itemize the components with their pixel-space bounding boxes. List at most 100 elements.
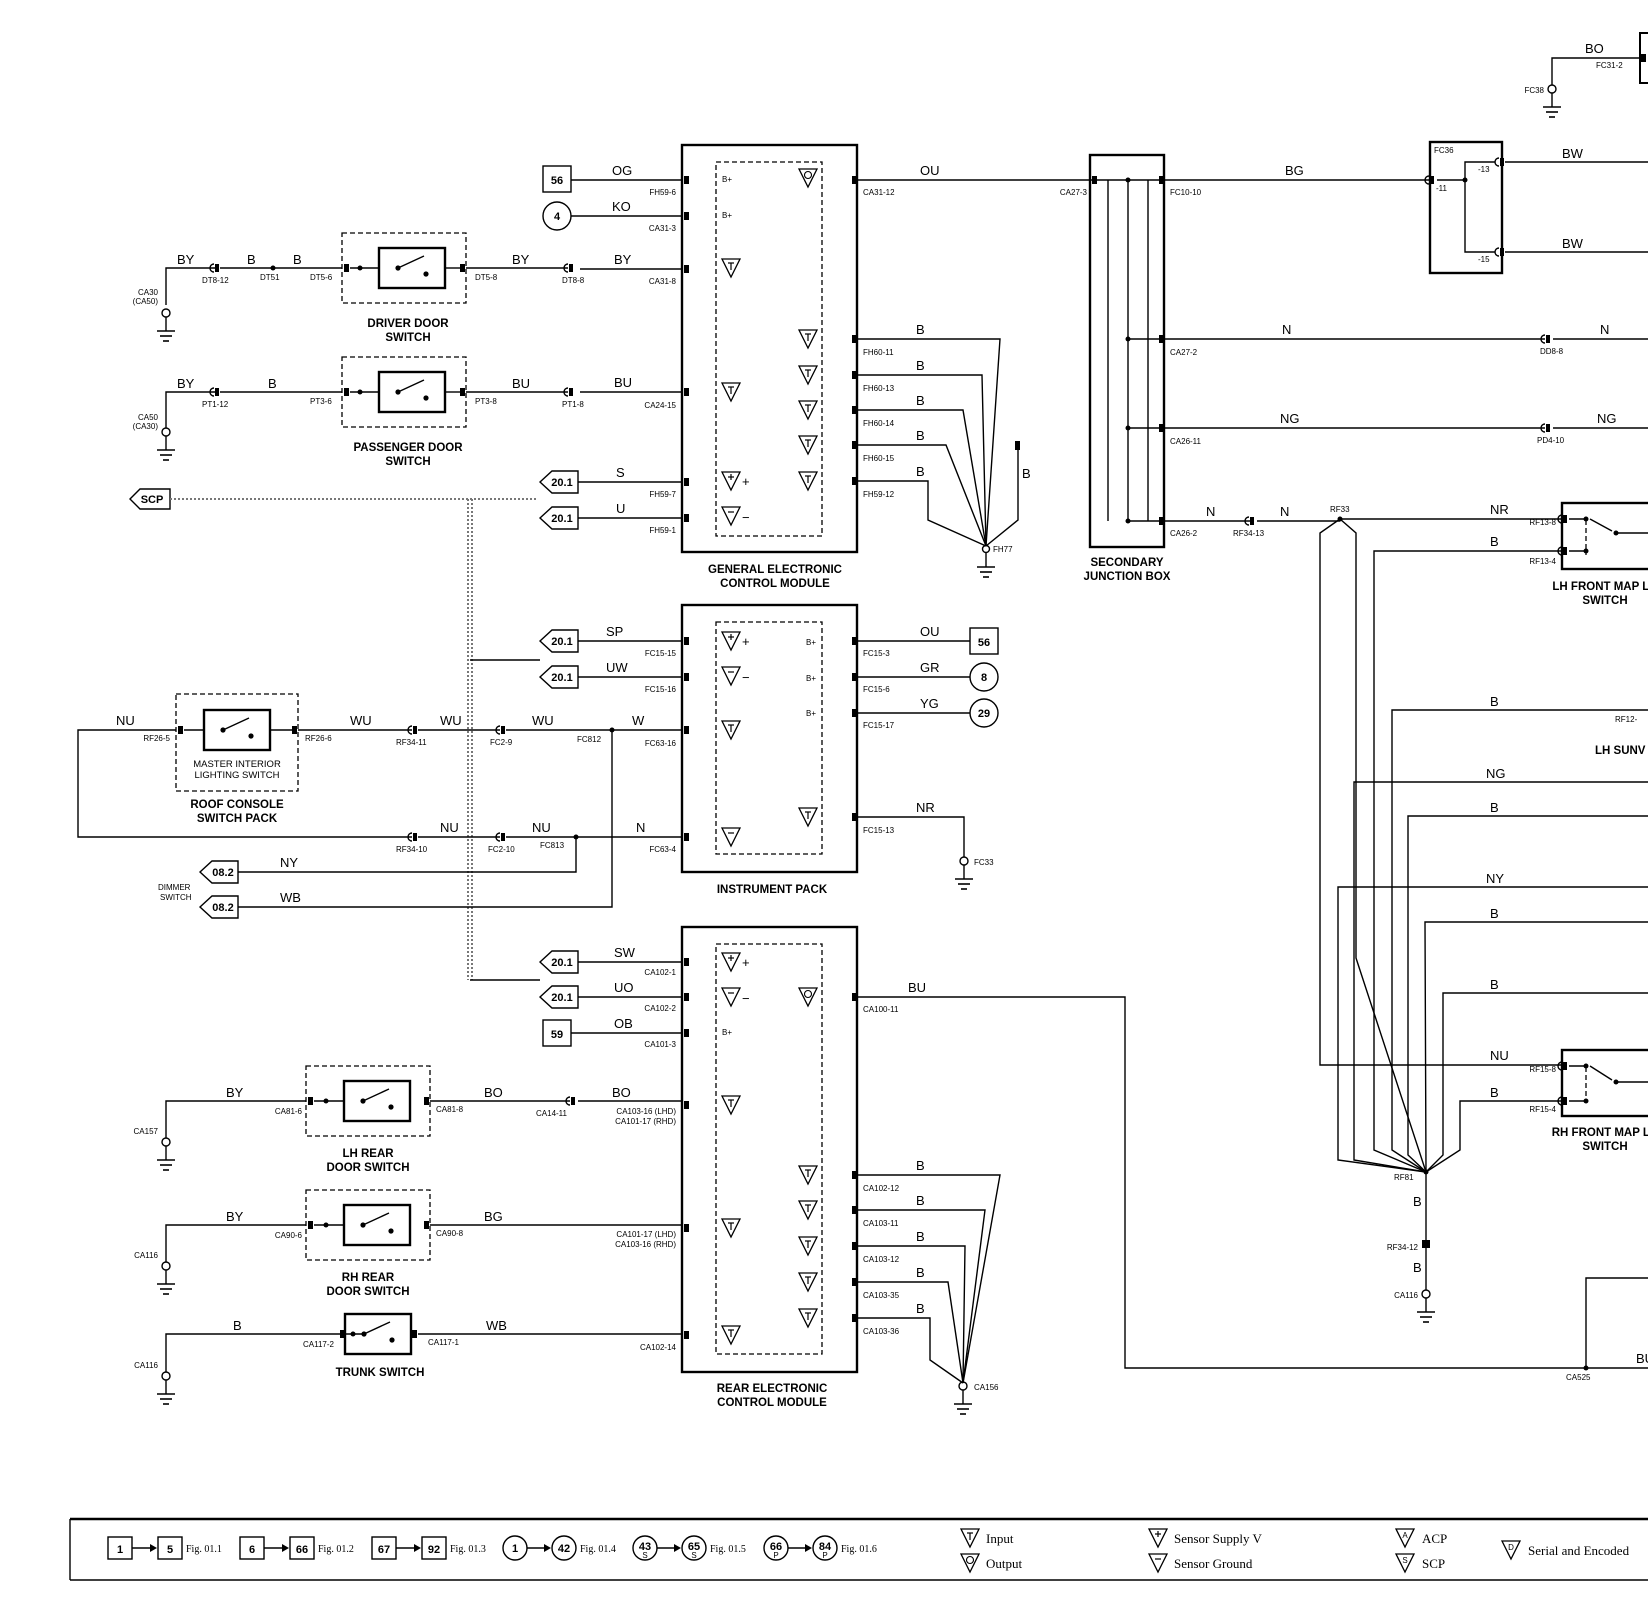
input-icon bbox=[798, 1200, 818, 1220]
secondary-junction-box: CA27-3 FC10-10 CA27-2 CA26-11 CA26-2 SEC… bbox=[1060, 153, 1202, 583]
svg-text:CA101-17 (LHD): CA101-17 (LHD) bbox=[616, 1230, 676, 1239]
svg-text:FH60-15: FH60-15 bbox=[863, 454, 895, 463]
svg-text:S: S bbox=[616, 465, 625, 480]
svg-text:SWITCH: SWITCH bbox=[1582, 1141, 1627, 1153]
svg-text:FC15-15: FC15-15 bbox=[645, 649, 677, 658]
ground-icon bbox=[156, 1145, 176, 1171]
svg-text:OU: OU bbox=[920, 624, 940, 639]
svg-text:1: 1 bbox=[117, 1544, 123, 1556]
gecm-ground-wires: B B B B B B FH77 bbox=[857, 322, 1031, 578]
svg-text:CA100-11: CA100-11 bbox=[863, 1005, 899, 1014]
svg-text:29: 29 bbox=[978, 708, 990, 720]
svg-text:BY: BY bbox=[177, 252, 195, 267]
fc31-ground: BO FC31-2 FC38 bbox=[1524, 32, 1648, 118]
input-icon bbox=[721, 1095, 741, 1115]
svg-text:1: 1 bbox=[512, 1543, 518, 1555]
svg-text:CA26-2: CA26-2 bbox=[1170, 529, 1198, 538]
gecm-input-wires: 56 OG 4 KO BY BU 20.1 S 20.1 U bbox=[538, 163, 682, 530]
svg-text:BW: BW bbox=[1562, 236, 1584, 251]
svg-text:-13: -13 bbox=[1478, 165, 1490, 174]
svg-text:FC10-10: FC10-10 bbox=[1170, 188, 1202, 197]
svg-text:CA103-16 (RHD): CA103-16 (RHD) bbox=[615, 1240, 676, 1249]
svg-text:8: 8 bbox=[981, 672, 987, 684]
general-electronic-control-module: GENERAL ELECTRONIC CONTROL MODULE +− B+ … bbox=[644, 143, 895, 590]
svg-text:DOOR SWITCH: DOOR SWITCH bbox=[326, 1162, 409, 1174]
svg-text:Sensor Ground: Sensor Ground bbox=[1174, 1556, 1253, 1571]
svg-text:CA81-6: CA81-6 bbox=[275, 1107, 303, 1116]
svg-text:CA24-15: CA24-15 bbox=[644, 401, 676, 410]
svg-text:CONTROL MODULE: CONTROL MODULE bbox=[717, 1397, 827, 1409]
svg-text:B: B bbox=[1490, 800, 1499, 815]
svg-text:DT5-8: DT5-8 bbox=[475, 273, 498, 282]
svg-text:SWITCH PACK: SWITCH PACK bbox=[197, 813, 278, 825]
svg-text:20.1: 20.1 bbox=[551, 513, 572, 525]
svg-text:Output: Output bbox=[986, 1556, 1023, 1571]
lh-front-map-lamp-switch: RF13-8 RF13-4 LH FRONT MAP LA SWITCH bbox=[1529, 501, 1648, 607]
svg-text:CA102-1: CA102-1 bbox=[644, 968, 676, 977]
svg-text:GR: GR bbox=[920, 660, 940, 675]
recm-wires: 20.1 SW 20.1 UO 59 OB BU BU CA525 B B B … bbox=[538, 945, 1648, 1415]
sensor-ground-icon bbox=[721, 506, 741, 526]
svg-text:(CA30): (CA30) bbox=[133, 422, 159, 431]
svg-text:B: B bbox=[916, 393, 925, 408]
svg-text:YG: YG bbox=[920, 696, 939, 711]
svg-text:43: 43 bbox=[639, 1541, 651, 1553]
input-icon bbox=[721, 1325, 741, 1345]
svg-text:84: 84 bbox=[819, 1541, 832, 1553]
svg-text:OU: OU bbox=[920, 163, 940, 178]
svg-text:CA27-3: CA27-3 bbox=[1060, 188, 1088, 197]
svg-text:NG: NG bbox=[1486, 766, 1506, 781]
svg-text:BU: BU bbox=[1636, 1351, 1648, 1366]
svg-text:A: A bbox=[1402, 1531, 1408, 1540]
svg-text:CA103-36: CA103-36 bbox=[863, 1327, 900, 1336]
sensor-ground-icon bbox=[1148, 1553, 1168, 1573]
ground-icon bbox=[1542, 92, 1562, 118]
svg-text:NY: NY bbox=[280, 855, 298, 870]
svg-text:+: + bbox=[742, 634, 750, 649]
svg-text:FH59-7: FH59-7 bbox=[649, 490, 676, 499]
svg-text:FC31-2: FC31-2 bbox=[1596, 61, 1623, 70]
svg-text:FC2-10: FC2-10 bbox=[488, 845, 515, 854]
svg-text:B: B bbox=[916, 1265, 925, 1280]
svg-text:D: D bbox=[1508, 1543, 1514, 1552]
svg-text:DT8-12: DT8-12 bbox=[202, 276, 229, 285]
rh-front-map-lamp-switch: RF15-8 RF15-4 RH FRONT MAP LA SWITCH bbox=[1529, 1048, 1648, 1153]
svg-text:FH59-6: FH59-6 bbox=[649, 188, 676, 197]
svg-text:56: 56 bbox=[978, 637, 990, 649]
ground-icon bbox=[156, 316, 176, 342]
svg-text:JUNCTION BOX: JUNCTION BOX bbox=[1084, 571, 1171, 583]
svg-text:+: + bbox=[742, 955, 750, 970]
svg-text:RF26-5: RF26-5 bbox=[143, 734, 170, 743]
svg-text:RF34-13: RF34-13 bbox=[1233, 529, 1265, 538]
trunk-wires: B CA117-2 CA117-1 WB CA116 bbox=[134, 1318, 682, 1405]
input-icon bbox=[798, 1236, 818, 1256]
svg-text:CA102-14: CA102-14 bbox=[640, 1343, 677, 1352]
svg-text:CA116: CA116 bbox=[134, 1361, 158, 1370]
svg-text:DOOR SWITCH: DOOR SWITCH bbox=[326, 1286, 409, 1298]
svg-text:CA81-8: CA81-8 bbox=[436, 1105, 464, 1114]
svg-text:(CA50): (CA50) bbox=[133, 297, 159, 306]
svg-text:CA101-3: CA101-3 bbox=[644, 1040, 676, 1049]
svg-text:FC36: FC36 bbox=[1434, 146, 1454, 155]
ground-icon bbox=[1416, 1297, 1436, 1323]
svg-text:FC812: FC812 bbox=[577, 735, 602, 744]
output-icon bbox=[798, 987, 818, 1007]
svg-text:NU: NU bbox=[440, 820, 459, 835]
svg-text:FC15-16: FC15-16 bbox=[645, 685, 677, 694]
input-icon bbox=[798, 807, 818, 827]
svg-text:B: B bbox=[1490, 1085, 1499, 1100]
svg-text:NU: NU bbox=[116, 713, 135, 728]
svg-text:ACP: ACP bbox=[1422, 1531, 1447, 1546]
svg-text:CA525: CA525 bbox=[1566, 1373, 1591, 1382]
svg-text:FC63-16: FC63-16 bbox=[645, 739, 677, 748]
svg-text:SWITCH: SWITCH bbox=[160, 893, 192, 902]
svg-text:CA156: CA156 bbox=[974, 1383, 999, 1392]
svg-text:BW: BW bbox=[1562, 146, 1584, 161]
input-icon bbox=[798, 329, 818, 349]
input-icon bbox=[721, 720, 741, 740]
svg-text:Input: Input bbox=[986, 1531, 1014, 1546]
svg-text:−: − bbox=[742, 670, 750, 685]
svg-text:CA103-12: CA103-12 bbox=[863, 1255, 900, 1264]
